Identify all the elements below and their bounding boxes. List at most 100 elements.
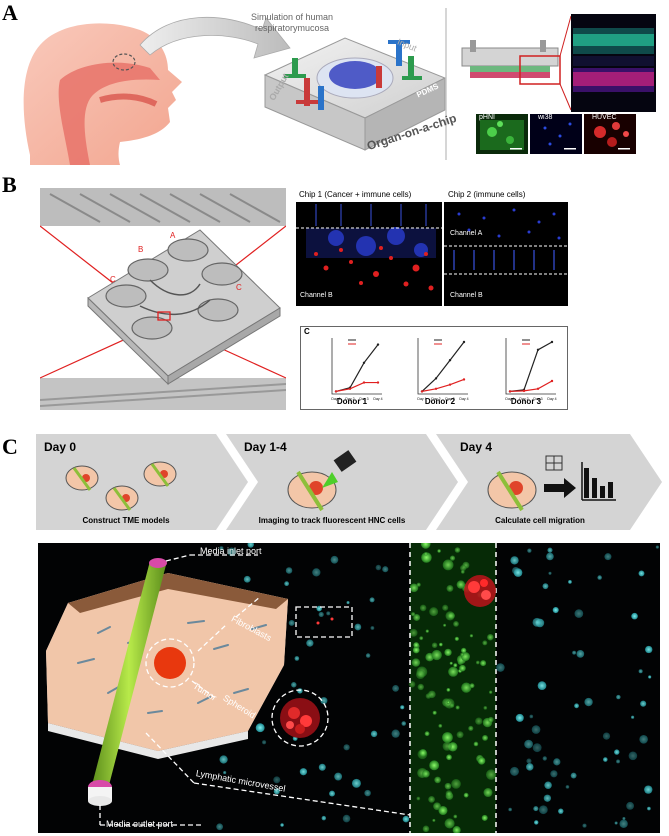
inset-letter: C xyxy=(304,327,310,336)
lymphatic-cell xyxy=(411,658,421,667)
fibroblast-cell xyxy=(639,735,648,744)
data-point xyxy=(420,390,424,393)
lymphatic-cell xyxy=(482,640,488,646)
lymphatic-cell xyxy=(428,690,436,699)
data-point xyxy=(348,387,352,390)
fibroblast-cell xyxy=(375,564,382,571)
fibroblast-cell xyxy=(574,609,584,618)
x-tick-label: Day 3 xyxy=(359,397,368,401)
lymphatic-cell xyxy=(422,770,430,778)
fibroblast-cell xyxy=(364,789,371,797)
lymphatic-cell xyxy=(420,543,431,549)
lymphatic-cell xyxy=(432,818,436,822)
lymphatic-cell xyxy=(419,636,424,641)
lymphatic-cell xyxy=(452,826,461,833)
fibroblast-cell xyxy=(370,730,378,738)
fibroblast-cell xyxy=(558,808,564,814)
lymphatic-cell xyxy=(437,549,441,553)
fibroblast-cell xyxy=(631,612,638,620)
data-point xyxy=(522,389,526,393)
lymphatic-cell xyxy=(416,796,421,801)
lymphatic-cell xyxy=(460,569,465,574)
lymphatic-cell xyxy=(439,642,443,647)
fibroblast-cell xyxy=(285,567,293,574)
fibroblast-cell xyxy=(513,568,523,577)
data-point xyxy=(448,359,452,362)
fibroblast-cell xyxy=(382,566,389,573)
fibroblast-cell xyxy=(548,571,552,575)
label-media-outlet: Media outlet port xyxy=(106,819,174,829)
chip1-fluorescence-image xyxy=(296,188,442,306)
label-media-inlet: Media inlet port xyxy=(200,546,262,556)
lymphatic-cell xyxy=(409,628,418,637)
lymphatic-cell xyxy=(483,706,488,710)
lymphatic-cell xyxy=(415,669,425,680)
fibroblast-cell xyxy=(346,601,350,605)
tme-model-image xyxy=(38,543,660,833)
fibroblast-cell xyxy=(496,663,505,672)
series-line xyxy=(335,344,379,392)
simulation-arrow xyxy=(139,16,291,59)
lymphatic-cell xyxy=(487,633,494,641)
fibroblast-cell xyxy=(294,656,300,661)
fibroblast-cell xyxy=(626,801,635,810)
lymphatic-cell xyxy=(433,802,441,811)
x-tick-label: Day 1 xyxy=(331,397,340,401)
series-line xyxy=(335,381,378,392)
fibroblast-cell xyxy=(400,705,405,710)
fibroblast-cell xyxy=(619,819,628,828)
x-tick-label: Day 3 xyxy=(445,397,454,401)
lymphatic-cell xyxy=(431,649,442,661)
fibroblast-cell xyxy=(255,723,265,733)
micrograph-huvec xyxy=(584,114,636,154)
fibroblast-cell xyxy=(219,546,224,551)
fibroblast-cell xyxy=(370,626,375,630)
data-point xyxy=(362,381,366,384)
fibroblast-cell xyxy=(312,568,321,577)
lymphatic-cell xyxy=(419,604,427,612)
fibroblast-cell xyxy=(647,806,651,811)
lymphatic-cell xyxy=(482,734,488,741)
fibroblast-cell xyxy=(544,781,552,789)
lymphatic-cell xyxy=(444,782,452,790)
fibroblast-cell xyxy=(531,725,541,734)
svg-text:C: C xyxy=(110,275,116,284)
fibroblast-cell xyxy=(401,721,407,726)
fibroblast-cell xyxy=(343,744,350,751)
fibroblast-cell xyxy=(219,755,228,764)
fibroblast-cell xyxy=(648,675,652,679)
fibroblast-cell xyxy=(284,581,290,587)
chart-axes xyxy=(331,338,382,395)
fibroblast-cell xyxy=(526,763,534,771)
step-2-day: Day 4 xyxy=(460,440,493,454)
lymphatic-cell xyxy=(453,814,458,819)
lymphatic-cell xyxy=(459,664,466,672)
lymphatic-cell xyxy=(429,760,440,771)
lymphatic-cell xyxy=(468,725,474,731)
lymphatic-cell xyxy=(442,604,449,611)
data-point xyxy=(434,377,438,380)
lymphatic-cell xyxy=(453,663,458,668)
lymphatic-cell xyxy=(456,580,466,589)
fibroblast-cell xyxy=(223,770,227,775)
donor-1-label: Donor 1 xyxy=(336,397,368,406)
x-tick-label: Day 1 xyxy=(417,397,426,401)
fibroblast-cell xyxy=(510,556,519,565)
x-tick-label: Day 2 xyxy=(345,397,354,401)
fibroblast-cell xyxy=(527,548,532,553)
svg-text:A: A xyxy=(170,231,176,240)
fibroblast-cell xyxy=(326,611,331,616)
fibroblast-cell xyxy=(655,545,659,549)
data-point xyxy=(462,340,466,344)
fibroblast-cell xyxy=(280,823,284,827)
lymphatic-cell xyxy=(443,623,447,627)
lymphatic-cell xyxy=(453,621,459,627)
data-point xyxy=(462,378,466,381)
data-point xyxy=(448,383,452,386)
micrograph-phni xyxy=(476,114,528,154)
fibroblast-cell xyxy=(508,807,512,812)
fibroblast-cell xyxy=(638,570,645,577)
fibroblast-cell xyxy=(614,821,618,825)
fibroblast-cell xyxy=(532,617,542,627)
